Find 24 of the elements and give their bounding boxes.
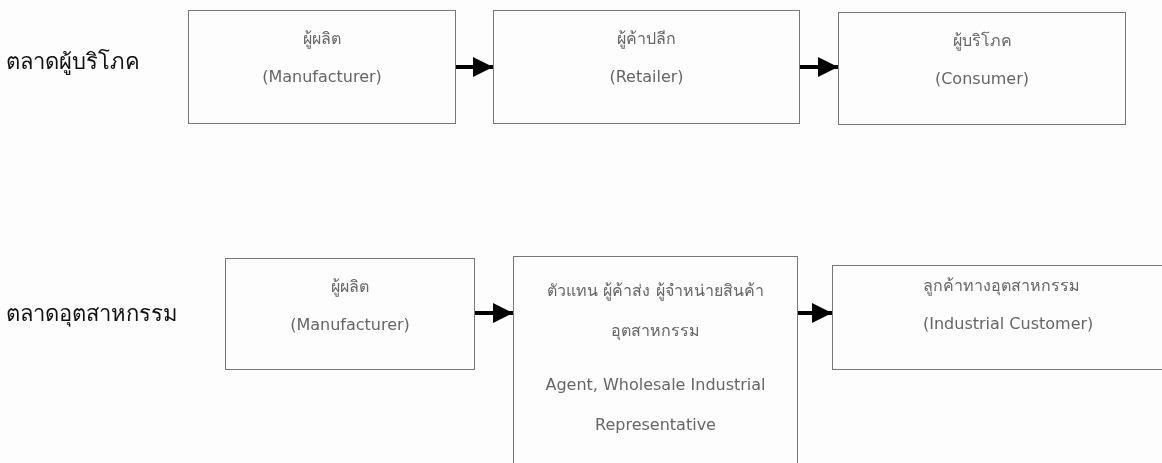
process-box [513,256,798,463]
box-text: (Retailer) [609,66,684,88]
process-box [838,12,1126,125]
process-box [188,10,456,124]
arrow [798,303,832,323]
box-text: ตัวแทน ผู้ค้าส่ง ผู้จำหน่ายสินค้าอุตสาหกรรม [546,280,765,343]
arrow [475,303,513,323]
process-box [832,265,1162,370]
box-text: (Manufacturer) [262,66,382,88]
process-box [225,258,475,370]
box-text: ผู้ผลิต [331,276,369,299]
box-text: Agent, Wholesale Industrial Representative [544,374,767,436]
box-text: ผู้บริโภค [952,30,1012,53]
box-text: ลูกค้าทางอุตสาหกรรม [923,275,1080,298]
row-label: ตลาดอุตสาหกรรม [6,300,178,329]
box-text: (Industrial Customer) [923,313,1094,335]
arrow [800,57,838,77]
row-label: ตลาดผู้บริโภค [6,48,140,77]
process-box [493,10,800,124]
box-text: (Consumer) [934,68,1030,90]
box-text: ผู้ผลิต [303,28,341,51]
box-text: (Manufacturer) [290,314,410,336]
box-text: ผู้ค้าปลีก [617,28,676,51]
arrow [456,57,493,77]
